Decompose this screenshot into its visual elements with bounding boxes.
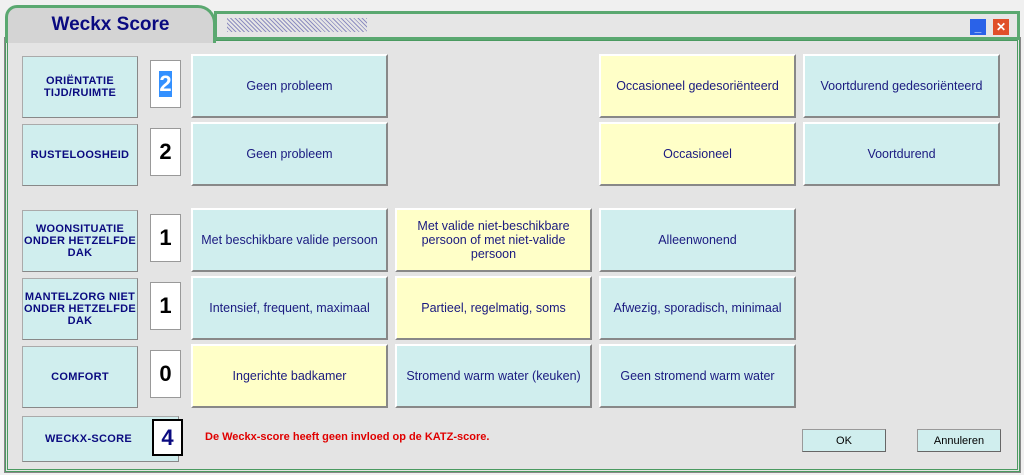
row-score[interactable]: 2	[150, 60, 181, 108]
option-button[interactable]: Voortdurend	[803, 122, 1000, 186]
weckx-note: De Weckx-score heeft geen invloed op de …	[205, 431, 490, 443]
row-label: WOONSITUATIE ONDER HETZELFDE DAK	[22, 210, 138, 272]
cancel-button[interactable]: Annuleren	[917, 429, 1001, 452]
row-label-text: ORIËNTATIE TIJD/RUIMTE	[43, 75, 117, 99]
option-button[interactable]: Met beschikbare valide persoon	[191, 208, 388, 272]
title-pattern	[227, 18, 367, 32]
row-score-value: 1	[159, 293, 172, 318]
option-button[interactable]: Geen probleem	[191, 54, 388, 118]
option-button[interactable]: Occasioneel	[599, 122, 796, 186]
option-button[interactable]: Alleenwonend	[599, 208, 796, 272]
option-button[interactable]: Geen probleem	[191, 122, 388, 186]
option-button[interactable]: Met valide niet-beschikbare persoon of m…	[395, 208, 592, 272]
row-score[interactable]: 1	[150, 214, 181, 262]
row-label-text: COMFORT	[51, 371, 109, 383]
row-score[interactable]: 0	[150, 350, 181, 398]
close-icon[interactable]: ✕	[993, 19, 1009, 35]
title-bar[interactable]: _ ✕	[214, 11, 1020, 40]
option-button[interactable]: Intensief, frequent, maximaal	[191, 276, 388, 340]
row-label: ORIËNTATIE TIJD/RUIMTE	[22, 56, 138, 118]
row-label-text: MANTELZORG NIET ONDER HETZELFDE DAK	[23, 291, 137, 327]
option-button[interactable]: Stromend warm water (keuken)	[395, 344, 592, 408]
row-score[interactable]: 1	[150, 282, 181, 330]
window-title-tab: Weckx Score	[5, 5, 216, 43]
option-button[interactable]: Ingerichte badkamer	[191, 344, 388, 408]
row-score-value: 2	[159, 71, 172, 97]
option-button[interactable]: Partieel, regelmatig, soms	[395, 276, 592, 340]
option-button[interactable]: Occasioneel gedesoriënteerd	[599, 54, 796, 118]
option-button[interactable]: Afwezig, sporadisch, minimaal	[599, 276, 796, 340]
row-score-value: 0	[159, 361, 172, 386]
row-label-text: RUSTELOOSHEID	[30, 149, 130, 161]
row-score-value: 2	[159, 139, 172, 164]
row-label: MANTELZORG NIET ONDER HETZELFDE DAK	[22, 278, 138, 340]
minimize-icon[interactable]: _	[970, 19, 986, 35]
option-button[interactable]: Geen stromend warm water	[599, 344, 796, 408]
row-score-value: 1	[159, 225, 172, 250]
window-title: Weckx Score	[51, 14, 170, 35]
row-label: COMFORT	[22, 346, 138, 408]
row-label-text: WOONSITUATIE ONDER HETZELFDE DAK	[23, 223, 137, 259]
ok-button[interactable]: OK	[802, 429, 886, 452]
weckx-score-value: 4	[152, 419, 183, 456]
option-button[interactable]: Voortdurend gedesoriënteerd	[803, 54, 1000, 118]
row-score[interactable]: 2	[150, 128, 181, 176]
weckx-score-label-text: WECKX-SCORE	[45, 433, 133, 445]
row-label: RUSTELOOSHEID	[22, 124, 138, 186]
